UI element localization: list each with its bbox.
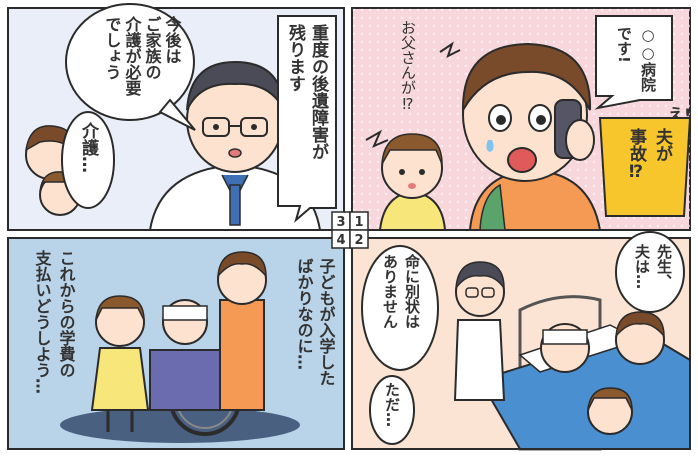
bubble-line: でしょう [103, 16, 122, 80]
wife-daughter-figures [587, 311, 665, 435]
bubble-line: 先生、 [655, 243, 673, 289]
daughter-standing [90, 295, 150, 432]
shock-box: 夫が 事故⁉ [598, 117, 692, 217]
panel-2: 先生、 夫は… 命に別状は ありません ただ… [351, 231, 691, 451]
bubble-line: 夫が [652, 127, 673, 162]
bubble-line: です! [615, 26, 633, 63]
thought-line: ばかりなのに… [295, 258, 314, 370]
doctor-speech-bubble: 命に別状は ありません [361, 245, 439, 371]
mother-standing [217, 251, 267, 411]
thought-line: これからの学費の [57, 250, 76, 378]
speech-bubble-aftereffects: 重度の後遺障害が 残ります [277, 15, 337, 223]
phone-speech-bubble: ○○病院 です! [594, 15, 673, 110]
panel-3: 重度の後遺障害が 残ります 今後は ご家族の 介護が必要 でしょう 介護… [7, 3, 345, 231]
bubble-line: 重度の後遺障害が [308, 23, 329, 160]
wheelchair-figure [149, 299, 241, 436]
shock-mark [439, 41, 461, 58]
panel-number: 4 [336, 233, 345, 248]
bubble-line: 夫は… [633, 243, 651, 289]
bubble-line: 今後は [163, 15, 183, 64]
panel-1: お父さんが⁉ ○○病院 です! え! 夫が 事故⁉ [351, 7, 692, 231]
bubble-line: 事故⁉ [626, 128, 647, 182]
patient-figure [540, 323, 590, 373]
thought-line: 支払いどうしよう… [33, 249, 53, 394]
shock-mark [365, 129, 389, 148]
bubble-line: ○○病院 [639, 26, 657, 93]
daughter-figure [378, 133, 447, 231]
thought-line: 子どもが入学した [317, 258, 336, 386]
speech-bubble-care-needed: 今後は ご家族の 介護が必要 でしょう [65, 3, 196, 131]
mother-on-phone [461, 42, 602, 231]
bubble-line: 介護… [78, 121, 100, 173]
bubble-line: ご家族の [143, 15, 162, 80]
bubble-line: 命に別状は [403, 253, 421, 329]
daughter-exclaim-text: お父さんが⁉ [399, 20, 417, 113]
panel-number: 3 [336, 215, 345, 230]
bubble-line: ただ… [383, 382, 401, 427]
bubble-line: 介護が必要 [123, 15, 143, 97]
bubble-line: 残ります [285, 23, 306, 92]
doctor-trail-bubble: ただ… [369, 375, 415, 445]
panel-number: 2 [354, 233, 363, 248]
bubble-line: ありません [381, 254, 399, 329]
panel-4: 子どもが入学した ばかりなのに… これからの学費の 支払いどうしよう… [7, 237, 345, 450]
panel-number-grid: 3 1 4 2 [331, 211, 369, 249]
speech-bubble-care: 介護… [61, 111, 115, 209]
wife-speech-bubble: 先生、 夫は… [615, 231, 685, 313]
panel-number: 1 [354, 215, 363, 230]
doctor-standing [453, 261, 506, 401]
